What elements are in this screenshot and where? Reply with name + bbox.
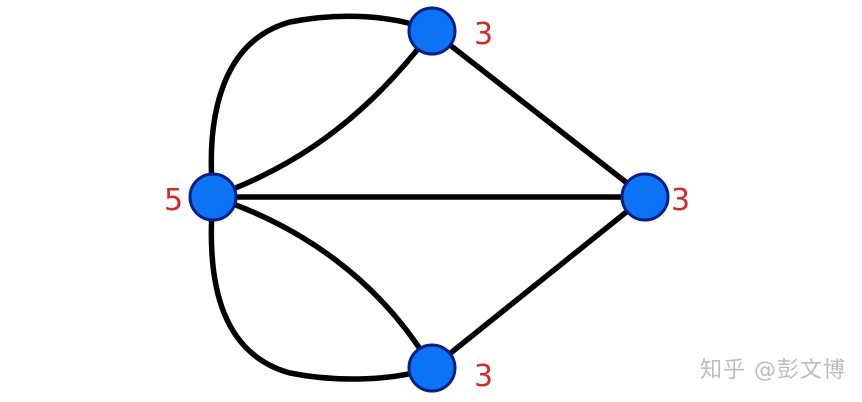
watermark-text: 知乎 @彭文博: [700, 358, 846, 383]
edge-left-bottom-outer: [208, 194, 435, 382]
node-top: [407, 6, 457, 56]
node-left: [188, 172, 238, 222]
edge-bottom-right: [429, 194, 648, 371]
edge-top-right: [429, 28, 648, 200]
node-right: [620, 172, 670, 222]
node-bottom: [407, 343, 457, 393]
degree-label-left: 5: [164, 183, 183, 218]
edge-left-top-outer: [208, 13, 435, 200]
edge-left-bottom-inner: [210, 194, 435, 371]
edge-left-top-inner: [210, 28, 435, 200]
degree-label-top: 3: [474, 17, 493, 52]
degree-label-bottom: 3: [474, 359, 493, 394]
degree-label-right: 3: [671, 183, 690, 218]
